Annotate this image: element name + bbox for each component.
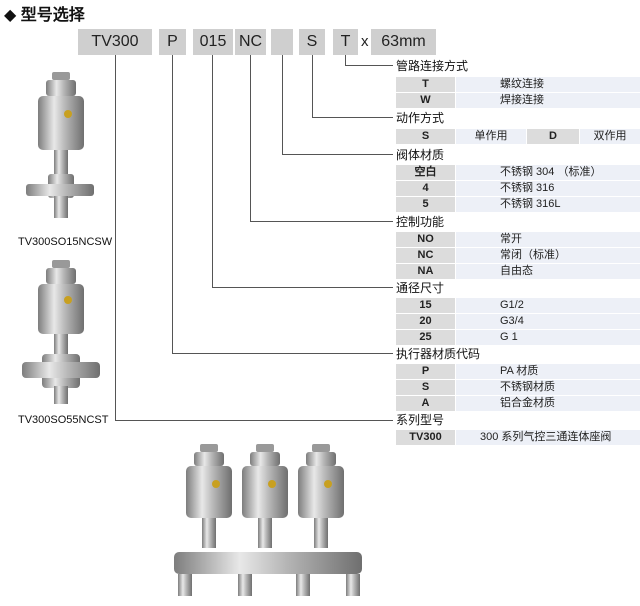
row-value: 铝合金材质 — [456, 396, 640, 411]
row-value: 单作用 — [456, 129, 526, 144]
valve-image-sw — [26, 72, 94, 218]
row-key: S — [396, 129, 456, 144]
leader-connection-h — [345, 65, 393, 66]
section-title-series: 系列型号 — [396, 413, 445, 427]
table-row: S 单作用 D 双作用 — [396, 129, 640, 144]
table-row: 15 G1/2 — [396, 298, 640, 313]
leader-control — [250, 55, 251, 222]
row-key: 20 — [396, 314, 456, 329]
section-title-body-material: 阀体材质 — [396, 148, 445, 162]
row-key: 4 — [396, 181, 456, 196]
leader-size — [212, 55, 213, 288]
code-segment-control: NC — [235, 29, 266, 55]
leader-size-h — [212, 287, 393, 288]
table-row: 20 G3/4 — [396, 314, 640, 329]
row-key: 空白 — [396, 165, 456, 180]
row-key: T — [396, 77, 456, 92]
section-title-action: 动作方式 — [396, 111, 445, 125]
row-key: NA — [396, 264, 456, 279]
leader-material — [282, 55, 283, 155]
leader-actuator-h — [172, 353, 393, 354]
table-row: NO 常开 — [396, 232, 640, 247]
row-key: P — [396, 364, 456, 379]
valve-caption-st: TV300SO55NCST — [18, 414, 109, 426]
row-value: G 1 — [456, 330, 640, 345]
row-key: 5 — [396, 197, 456, 212]
section-title-connection: 管路连接方式 — [396, 59, 469, 73]
code-segment-series: TV300 — [78, 29, 152, 55]
leader-action-h — [312, 117, 393, 118]
valve-image-st — [22, 260, 100, 404]
section-title-actuator: 执行器材质代码 — [396, 347, 481, 361]
table-row: 25 G 1 — [396, 330, 640, 345]
code-segment-actuator: P — [159, 29, 186, 55]
row-value: G1/2 — [456, 298, 640, 313]
valve-caption-sw: TV300SO15NCSW — [18, 236, 113, 248]
code-segment-material — [271, 29, 293, 55]
code-segment-connection: T — [333, 29, 358, 55]
table-row: S 不锈钢材质 — [396, 380, 640, 395]
manifold-valve-image — [174, 444, 362, 596]
leader-actuator — [172, 55, 173, 354]
row-value: 不锈钢 316 — [456, 181, 640, 196]
leader-action — [312, 55, 313, 118]
row-key: NO — [396, 232, 456, 247]
table-row: NC 常闭（标准） — [396, 248, 640, 263]
table-row: A 铝合金材质 — [396, 396, 640, 411]
row-key: NC — [396, 248, 456, 263]
row-value: 自由态 — [456, 264, 640, 279]
row-value: PA 材质 — [456, 364, 640, 379]
leader-connection — [345, 55, 346, 66]
row-key: W — [396, 93, 456, 108]
table-row: 空白 不锈钢 304 （标准） — [396, 165, 640, 180]
code-segment-size: 015 — [193, 29, 233, 55]
table-row: W 焊接连接 — [396, 93, 640, 108]
section-title-control: 控制功能 — [396, 215, 445, 229]
row-value: 螺纹连接 — [456, 77, 640, 92]
leader-control-h — [250, 221, 393, 222]
leader-series — [115, 55, 116, 421]
row-key: 25 — [396, 330, 456, 345]
table-row: 5 不锈钢 316L — [396, 197, 640, 212]
code-segment-dimension: 63mm — [371, 29, 436, 55]
table-row: TV300 300 系列气控三通连体座阀 — [396, 430, 640, 445]
row-key: D — [526, 129, 580, 144]
table-row: T 螺纹连接 — [396, 77, 640, 92]
code-segment-action: S — [299, 29, 325, 55]
table-row: P PA 材质 — [396, 364, 640, 379]
row-value: 不锈钢材质 — [456, 380, 640, 395]
row-value: 不锈钢 316L — [456, 197, 640, 212]
row-key: 15 — [396, 298, 456, 313]
code-multiply-sign: x — [361, 33, 369, 50]
section-heading: ◆ 型号选择 — [4, 7, 85, 24]
leader-series-h — [115, 420, 393, 421]
row-key: TV300 — [396, 430, 456, 445]
row-value: 常开 — [456, 232, 640, 247]
row-value: 双作用 — [580, 129, 640, 144]
leader-material-h — [282, 154, 393, 155]
row-value: 常闭（标准） — [456, 248, 640, 263]
row-value: 不锈钢 304 （标准） — [456, 165, 640, 180]
section-title-size: 通径尺寸 — [396, 281, 445, 295]
row-key: A — [396, 396, 456, 411]
table-row: NA 自由态 — [396, 264, 640, 279]
row-value: 300 系列气控三通连体座阀 — [456, 430, 640, 445]
row-value: G3/4 — [456, 314, 640, 329]
table-row: 4 不锈钢 316 — [396, 181, 640, 196]
row-value: 焊接连接 — [456, 93, 640, 108]
row-key: S — [396, 380, 456, 395]
